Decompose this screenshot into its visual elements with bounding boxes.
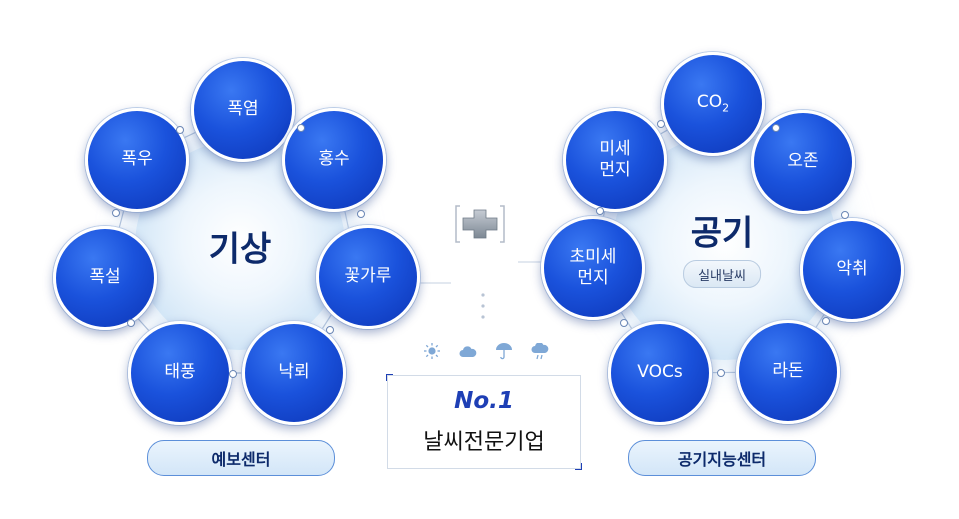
weather-node-heavy-rain[interactable]: 폭우: [85, 108, 189, 212]
weather-node-pollen[interactable]: 꽃가루: [316, 225, 420, 329]
weather-node-heatwave[interactable]: 폭염: [191, 58, 295, 162]
ring-dot: [620, 319, 628, 327]
ring-dot: [176, 126, 184, 134]
node-label: 태풍: [164, 362, 196, 383]
co2-subscript: 2: [722, 101, 730, 115]
ring-dot: [841, 211, 849, 219]
ring-dot: [297, 124, 305, 132]
pill-label: 공기지능센터: [677, 450, 767, 469]
ring-dot: [657, 120, 665, 128]
indoor-weather-badge: 실내날씨: [683, 260, 761, 288]
ring-dot: [357, 210, 365, 218]
ring-dot: [127, 319, 135, 327]
air-node-co2[interactable]: CO2: [661, 52, 765, 156]
weather-node-snow[interactable]: 폭설: [53, 226, 157, 330]
pill-label: 예보센터: [211, 450, 271, 469]
node-label: 라돈: [772, 361, 804, 382]
umbrella-icon: [496, 343, 512, 360]
corner-mark: [575, 463, 582, 470]
node-label: CO2: [697, 92, 729, 115]
ring-dot: [717, 369, 725, 377]
node-label: 꽃가루: [344, 266, 392, 287]
ring-dot: [326, 326, 334, 334]
dot-divider: [481, 304, 485, 308]
no1-subtitle: 날씨전문기업: [423, 430, 545, 455]
air-node-ultrafine-dust[interactable]: 초미세 먼지: [541, 216, 645, 320]
plus-icon: [455, 205, 505, 243]
node-label: VOCs: [637, 362, 683, 383]
dot-divider: [481, 315, 485, 319]
weather-hub-title: 기상: [208, 229, 272, 270]
node-label: 초미세 먼지: [569, 246, 617, 288]
no1-title: No.1: [454, 388, 514, 414]
cloud-rain-icon: [531, 343, 549, 360]
co2-main: CO: [696, 92, 723, 113]
weather-node-lightning[interactable]: 낙뢰: [242, 321, 346, 425]
ring-dot: [822, 317, 830, 325]
weather-node-typhoon[interactable]: 태풍: [128, 321, 232, 425]
air-node-vocs[interactable]: VOCs: [608, 321, 712, 425]
node-label: 오존: [787, 151, 819, 172]
air-node-odor[interactable]: 악취: [800, 218, 904, 322]
node-label: 미세 먼지: [599, 138, 631, 180]
air-node-ozone[interactable]: 오존: [751, 110, 855, 214]
ring-dot: [772, 124, 780, 132]
ring-dot: [112, 209, 120, 217]
ring-dot: [596, 207, 604, 215]
node-label: 악취: [836, 259, 868, 280]
no1-badge: No.1 날씨전문기업: [386, 374, 582, 470]
forecast-center-button[interactable]: 예보센터: [147, 440, 335, 476]
dot-divider: [481, 293, 485, 297]
corner-mark: [386, 374, 393, 381]
air-hub-title: 공기: [690, 213, 754, 254]
node-label: 폭우: [121, 149, 153, 170]
node-label: 폭설: [89, 267, 121, 288]
badge-label: 실내날씨: [698, 268, 746, 284]
ring-dot: [229, 370, 237, 378]
sun-icon: [424, 343, 440, 359]
node-label: 폭염: [227, 99, 259, 120]
cloud-icon: [459, 346, 477, 357]
air-node-fine-dust[interactable]: 미세 먼지: [563, 108, 667, 212]
node-label: 홍수: [318, 149, 350, 170]
air-node-radon[interactable]: 라돈: [736, 320, 840, 424]
weather-node-flood[interactable]: 홍수: [282, 108, 386, 212]
node-label: 낙뢰: [278, 362, 310, 383]
air-intelligence-center-button[interactable]: 공기지능센터: [628, 440, 816, 476]
